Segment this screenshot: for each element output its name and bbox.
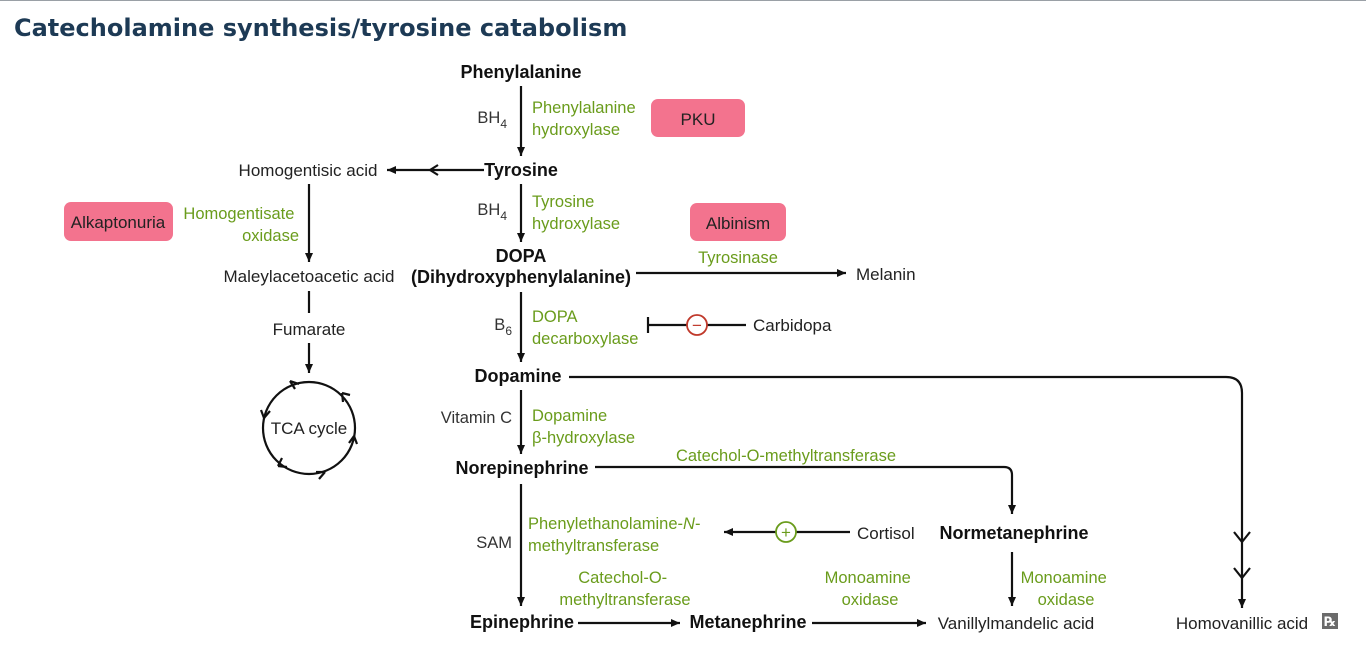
enzyme-comt-upper: Catechol-O-methyltransferase [676,447,896,465]
cofactor-bh4-2: BH4 [477,201,507,223]
regulator-carbidopa: Carbidopa [753,316,832,335]
inhibition-sign: − [692,316,702,335]
compound-fumarate: Fumarate [273,320,346,339]
compound-tca-cycle: TCA cycle [271,419,348,438]
svg-text:PKU: PKU [681,110,716,129]
enzyme-dopa-decarboxylase: DOPA decarboxylase [532,308,638,348]
enzyme-phenylalanine-hydroxylase: Phenylalanine hydroxylase [532,99,640,139]
enzyme-pnmt: Phenylethanolamine-N- methyltransferase [528,515,705,555]
arrowhead-extra-3 [1233,531,1243,543]
stimulation-sign: + [781,523,791,542]
compound-vanillylmandelic-acid: Vanillylmandelic acid [938,614,1095,633]
compound-melanin: Melanin [856,265,916,284]
compound-homovanillic-acid: Homovanillic acid [1176,614,1308,633]
compound-dopa: DOPA [496,246,547,266]
compound-normetanephrine: Normetanephrine [939,523,1088,543]
arrowhead-extra-2 [1241,567,1251,579]
arrowhead-extra-6 [429,169,439,176]
enzyme-mao-left: Monoamine oxidase [825,569,916,609]
regulator-cortisol: Cortisol [857,524,915,543]
compound-homogentisic-acid: Homogentisic acid [239,161,378,180]
cofactor-sam: SAM [476,534,512,552]
page-title: Catecholamine synthesis/tyrosine catabol… [14,14,627,42]
enzyme-homogentisate-oxidase: Homogentisate oxidase [183,205,299,245]
arrowhead-extra-4 [1241,531,1251,543]
carbidopa-inhibition: − [646,314,746,336]
enzyme-mao-right: Monoamine oxidase [1021,569,1112,609]
cofactor-bh4-1: BH4 [477,109,507,131]
enzyme-tyrosine-hydroxylase: Tyrosine hydroxylase [532,193,620,233]
cofactor-vitamin-c: Vitamin C [441,409,512,427]
top-divider [0,0,1366,1]
compound-dopamine: Dopamine [474,366,561,386]
compound-epinephrine: Epinephrine [470,612,574,632]
compound-dopa-full-name: (Dihydroxyphenylalanine) [411,267,631,287]
arrow-dopamine-to-homovanillic [569,375,1246,608]
disease-badge-alkaptonuria: Alkaptonuria [64,202,173,241]
arrowhead-extra-5 [429,164,439,171]
svg-text:Albinism: Albinism [706,214,770,233]
enzyme-tyrosinase: Tyrosinase [698,249,778,267]
enzyme-dopamine-b-hydroxylase: Dopamine β-hydroxylase [532,407,635,447]
compound-tyrosine: Tyrosine [484,160,558,180]
disease-badge-albinism: Albinism [690,203,786,241]
enzyme-comt-lower: Catechol-O- methyltransferase [559,569,690,609]
tca-cycle-icon [259,379,359,480]
compound-maleylacetoacetic-acid: Maleylacetoacetic acid [223,267,394,286]
svg-text:Alkaptonuria: Alkaptonuria [71,213,166,232]
svg-text:℞: ℞ [1324,614,1336,629]
rx-icon: ℞ [1322,613,1338,629]
compound-norepinephrine: Norepinephrine [455,458,588,478]
cortisol-stimulation: + [724,521,850,543]
compound-phenylalanine: Phenylalanine [460,62,581,82]
arrowhead-extra-1 [1233,567,1243,579]
cofactor-b6: B6 [494,316,512,338]
compound-metanephrine: Metanephrine [689,612,806,632]
disease-badge-pku: PKU [651,99,745,137]
arrow-norepinephrine-to-normetanephrine [595,465,1016,514]
